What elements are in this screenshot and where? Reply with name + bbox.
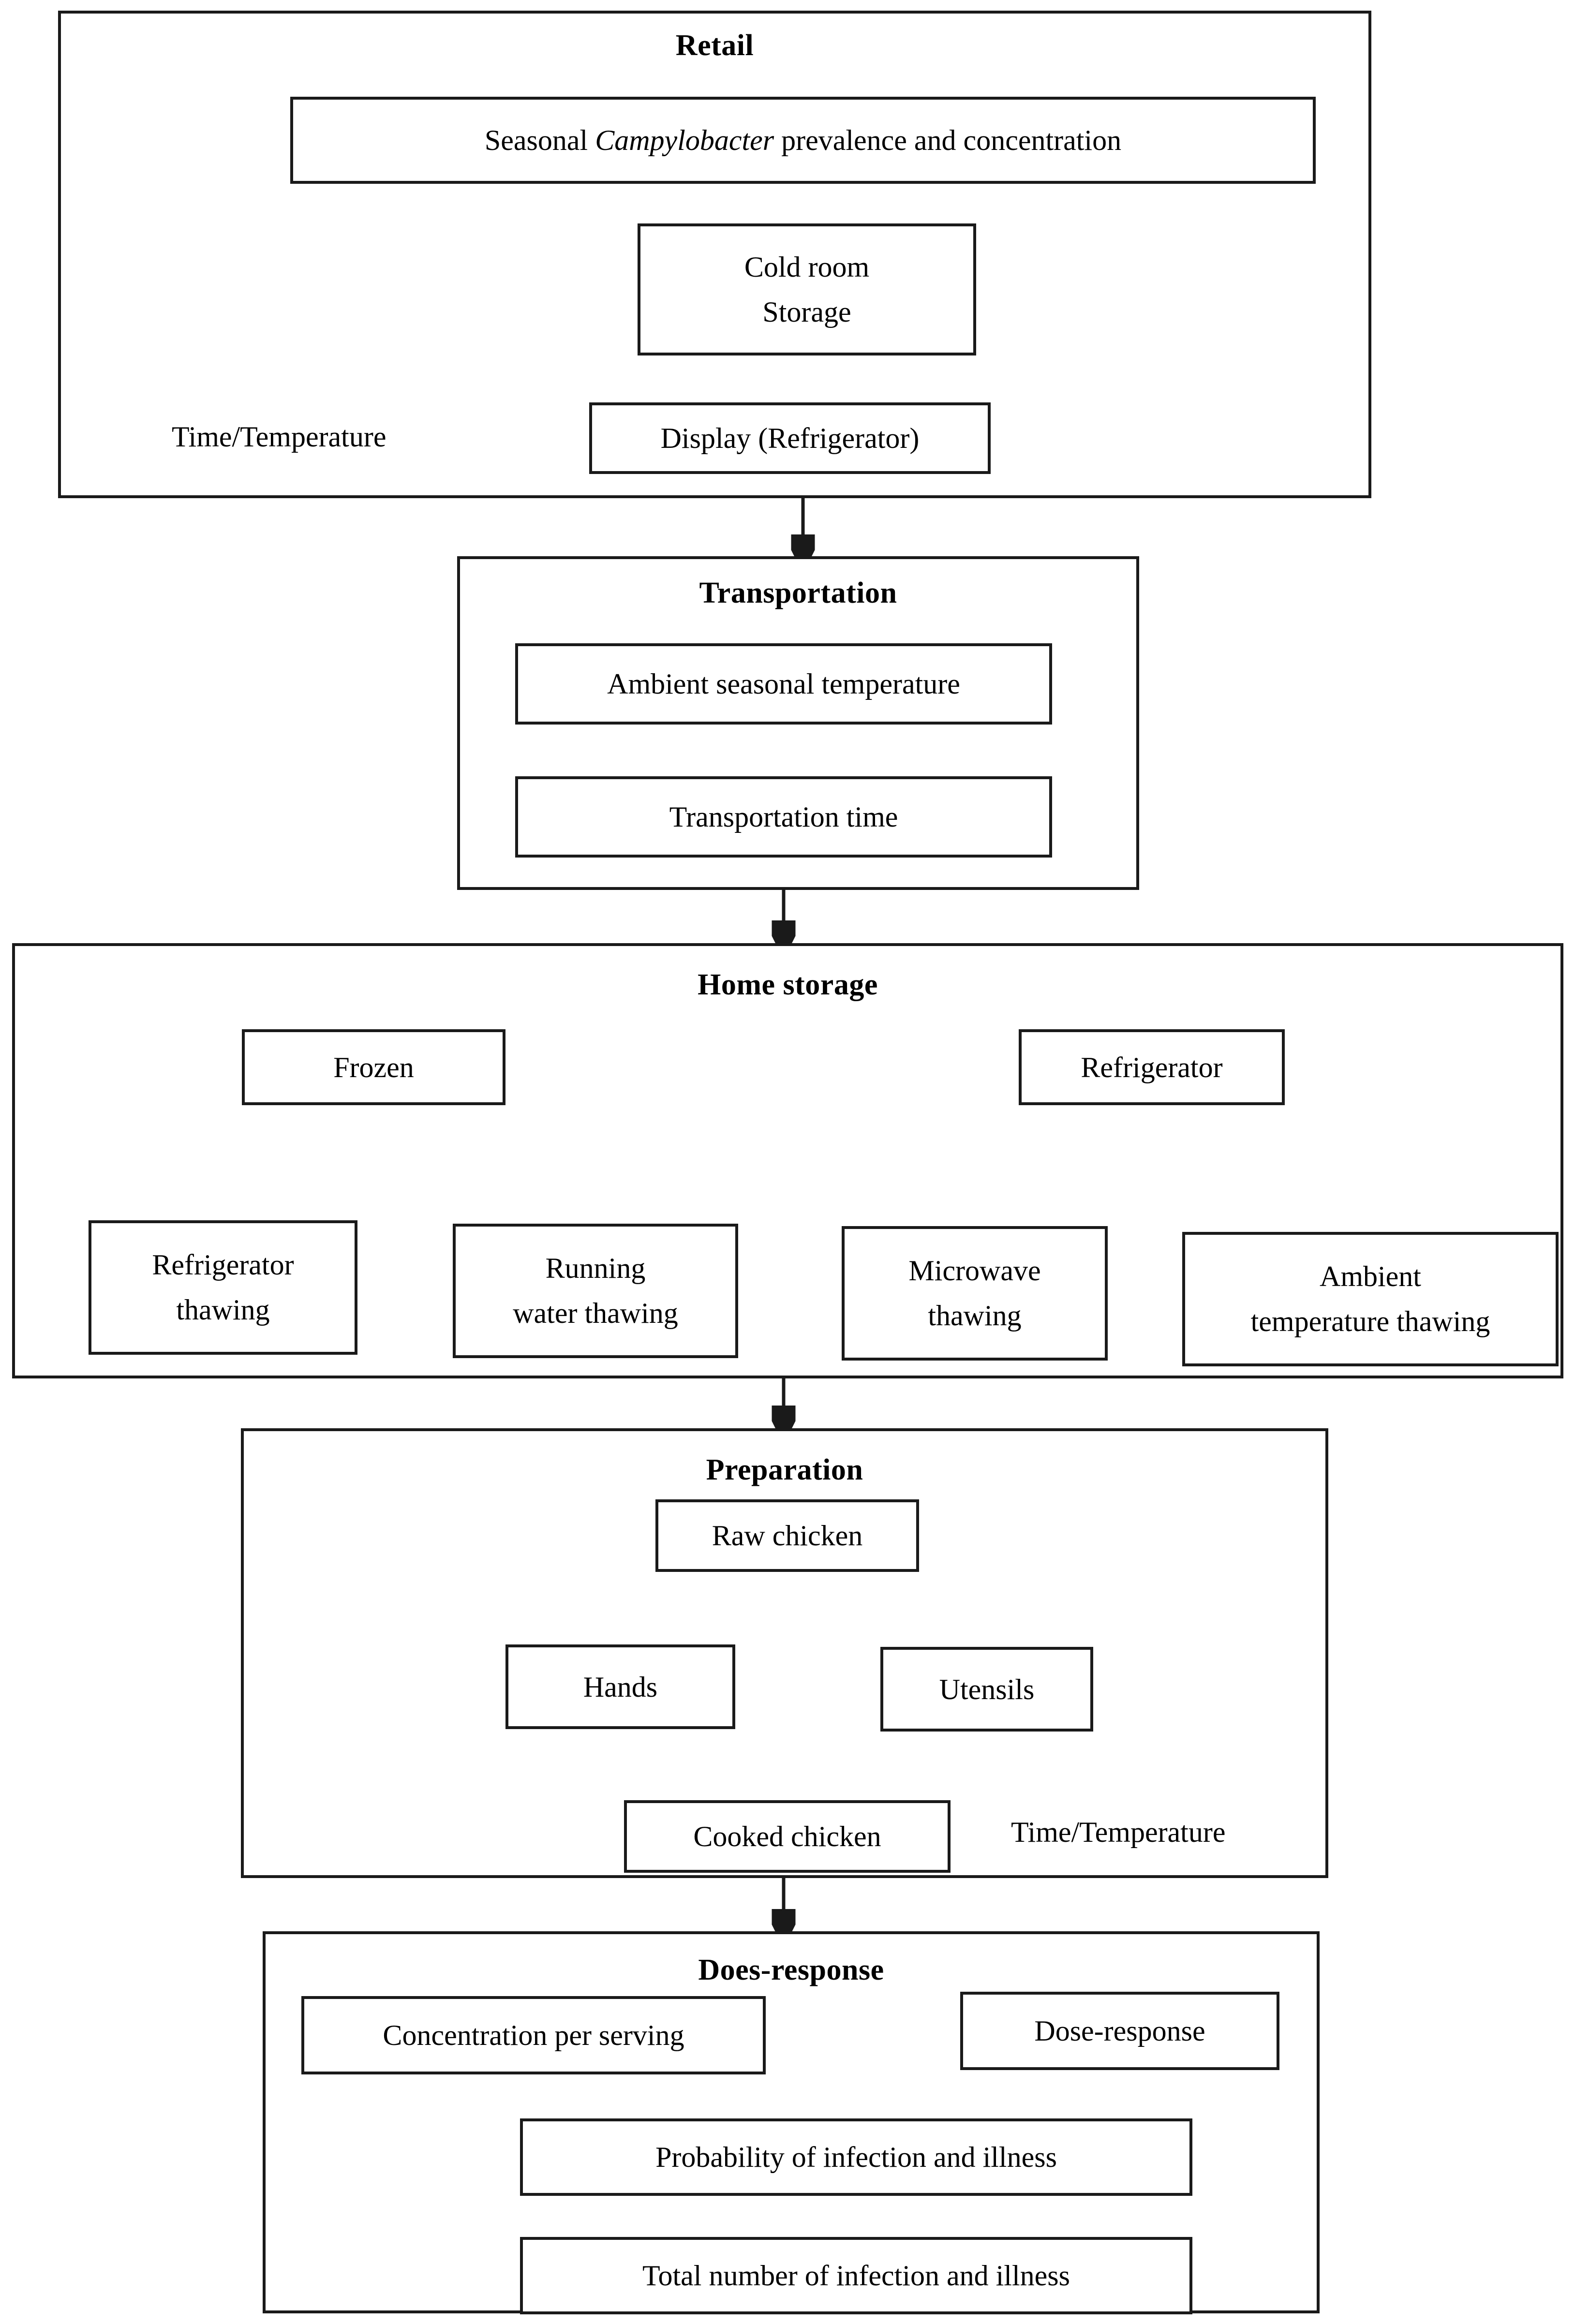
node-frozen-label: Frozen	[333, 1051, 414, 1083]
node-hands: Hands	[505, 1644, 735, 1729]
node-utensils-label: Utensils	[939, 1673, 1035, 1705]
node-running-water-thawing: Running water thawing	[453, 1224, 738, 1358]
section-title-dose-response: Does-response	[698, 1954, 884, 1986]
node-display-refrigerator: Display (Refrigerator)	[589, 402, 991, 474]
node-raw-chicken-label: Raw chicken	[712, 1520, 863, 1552]
node-utensils: Utensils	[880, 1647, 1093, 1732]
node-refrigerator-thawing-line2: thawing	[176, 1294, 270, 1326]
section-title-transportation: Transportation	[699, 577, 897, 609]
node-cold-room-storage: Cold room Storage	[638, 223, 976, 355]
node-running-water-thawing-line2: water thawing	[513, 1297, 678, 1329]
node-refrigerator-thawing-line1: Refrigerator	[152, 1249, 294, 1281]
section-title-retail: Retail	[675, 29, 754, 62]
node-cold-room-line2: Storage	[762, 296, 851, 328]
section-title-home-storage: Home storage	[698, 968, 878, 1001]
node-seasonal-text-italic: Campylobacter	[595, 124, 774, 156]
node-total-number-of-infection-and-illness: Total number of infection and illness	[520, 2237, 1192, 2314]
node-running-water-thawing-line1: Running	[545, 1252, 646, 1284]
node-ambient-seasonal-temperature: Ambient seasonal temperature	[515, 643, 1052, 725]
node-refrigerator-thawing: Refrigerator thawing	[89, 1220, 357, 1355]
node-transportation-time-label: Transportation time	[669, 801, 898, 833]
node-refrigerator-label: Refrigerator	[1081, 1051, 1223, 1083]
node-seasonal-text-before: Seasonal	[484, 124, 595, 156]
node-ambient-temperature-thawing: Ambient temperature thawing	[1182, 1232, 1559, 1366]
node-ambient-seasonal-label: Ambient seasonal temperature	[607, 668, 960, 700]
node-raw-chicken: Raw chicken	[655, 1499, 919, 1572]
node-dose-response: Dose-response	[960, 1992, 1279, 2070]
node-hands-label: Hands	[583, 1671, 658, 1703]
node-refrigerator: Refrigerator	[1019, 1029, 1285, 1105]
node-microwave-thawing-line1: Microwave	[908, 1255, 1041, 1287]
node-concentration-label: Concentration per serving	[383, 2019, 684, 2051]
node-cooked-chicken-label: Cooked chicken	[693, 1821, 881, 1852]
label-time-temperature-preparation-text: Time/Temperature	[1011, 1816, 1226, 1848]
node-probability-label: Probability of infection and illness	[655, 2141, 1057, 2173]
node-seasonal-text-after: prevalence and concentration	[774, 124, 1122, 156]
node-seasonal-prevalence: Seasonal Campylobacter prevalence and co…	[290, 97, 1316, 184]
node-display-label: Display (Refrigerator)	[660, 422, 920, 454]
node-dose-response-label: Dose-response	[1034, 2015, 1205, 2047]
node-ambient-temperature-thawing-line2: temperature thawing	[1250, 1305, 1490, 1337]
node-total-number-label: Total number of infection and illness	[642, 2260, 1070, 2292]
node-cold-room-line1: Cold room	[744, 251, 870, 283]
node-transportation-time: Transportation time	[515, 776, 1052, 858]
node-microwave-thawing-line2: thawing	[928, 1300, 1022, 1332]
node-seasonal-text: Seasonal Campylobacter prevalence and co…	[485, 121, 1121, 159]
node-probability-of-infection-and-illness: Probability of infection and illness	[520, 2118, 1192, 2196]
node-cooked-chicken: Cooked chicken	[624, 1800, 951, 1873]
node-frozen: Frozen	[242, 1029, 505, 1105]
label-time-temperature-preparation: Time/Temperature	[1011, 1816, 1225, 1848]
node-microwave-thawing: Microwave thawing	[842, 1226, 1108, 1361]
node-concentration-per-serving: Concentration per serving	[301, 1996, 766, 2074]
section-title-preparation: Preparation	[706, 1453, 863, 1486]
label-time-temperature-retail-text: Time/Temperature	[172, 421, 386, 453]
label-time-temperature-retail: Time/Temperature	[172, 421, 386, 453]
node-ambient-temperature-thawing-line1: Ambient	[1320, 1260, 1421, 1292]
